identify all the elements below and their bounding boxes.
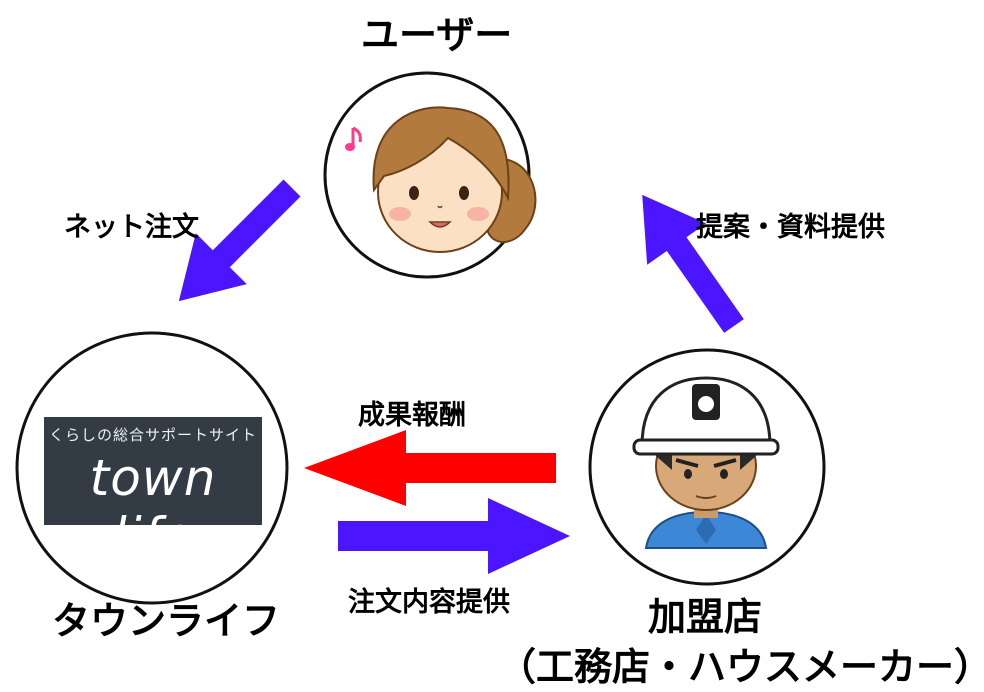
edge-label-proposal: 提案・資料提供: [696, 212, 885, 243]
member-node-label: 加盟店: [648, 595, 763, 639]
townlife-logo-name: town life: [89, 449, 217, 565]
arrow-member-to-townlife: [304, 430, 556, 506]
music-note-icon: [345, 126, 362, 151]
arrow-townlife-to-member: [338, 498, 570, 574]
arrow-member-to-user: [642, 194, 744, 333]
woman-face-icon: [372, 106, 537, 253]
edge-label-net-order: ネット注文: [64, 212, 199, 243]
townlife-node-label: タウンライフ: [52, 599, 281, 643]
arrow-user-to-townlife: [178, 179, 301, 302]
construction-worker-icon: [632, 376, 780, 549]
townlife-logo: くらしの総合サポートサイト town life: [44, 417, 262, 565]
user-node-label: ユーザー: [361, 13, 513, 57]
member-node-sublabel: （工務店・ハウスメーカー）: [498, 645, 984, 689]
edge-label-order-info: 注文内容提供: [348, 587, 510, 618]
edge-label-reward: 成果報酬: [358, 400, 466, 431]
townlife-logo-tagline: くらしの総合サポートサイト: [48, 426, 257, 444]
